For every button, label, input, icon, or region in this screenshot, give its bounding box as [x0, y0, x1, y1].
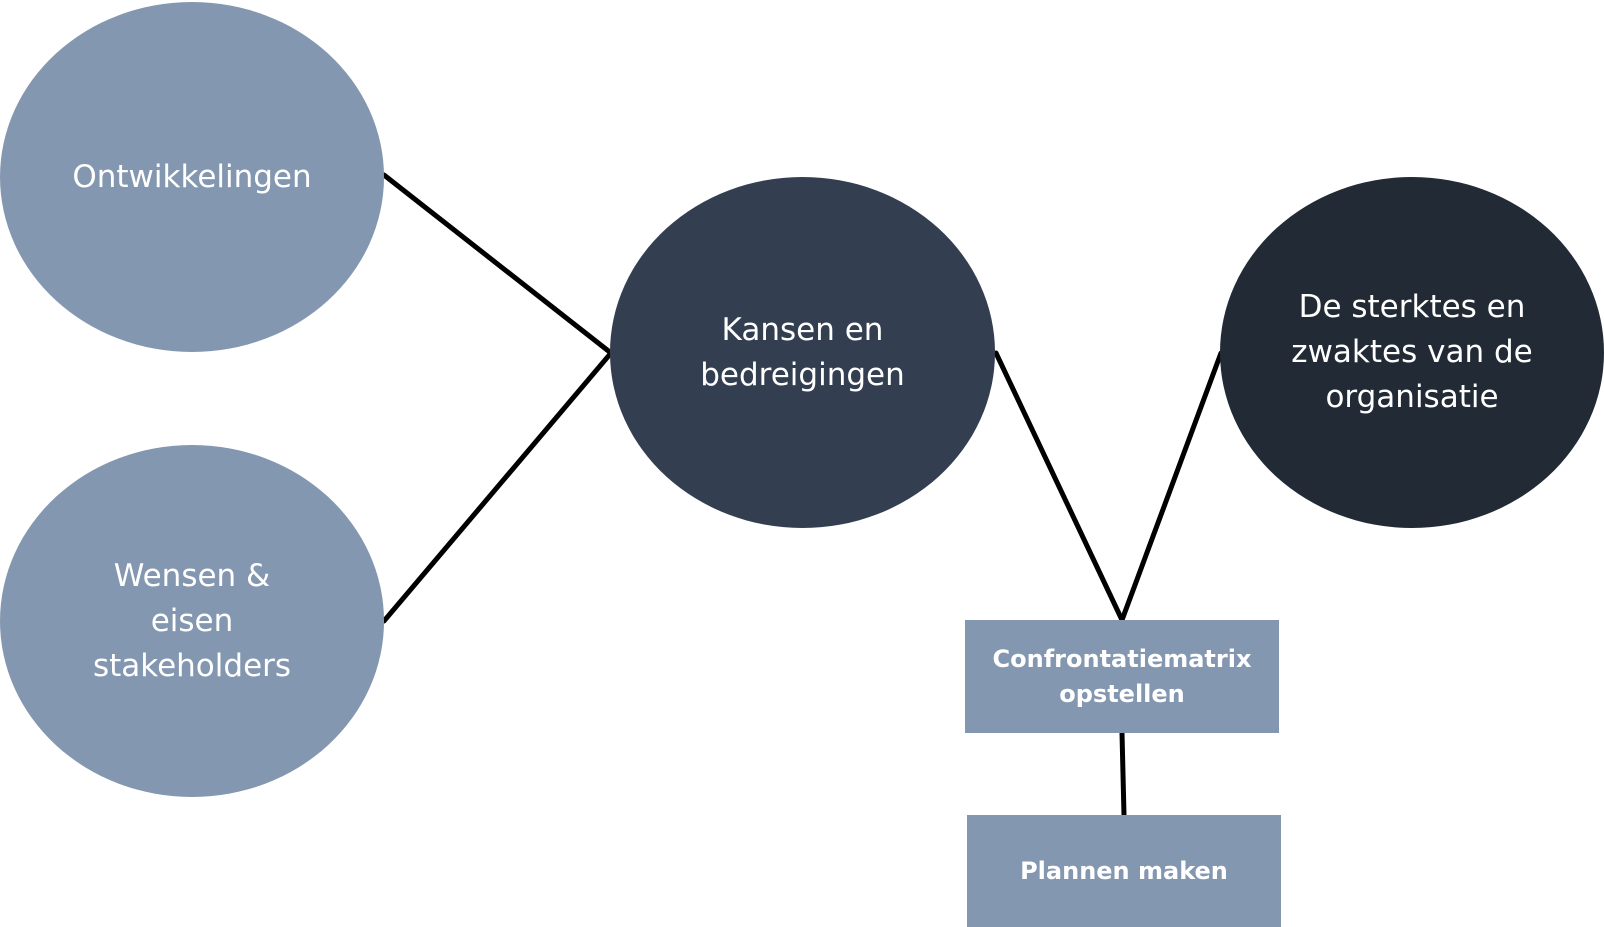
node-wensen-eisen-stakeholders: Wensen & eisen stakeholders: [0, 445, 384, 797]
node-ontwikkelingen: Ontwikkelingen: [0, 2, 384, 352]
connector-confrontatie-plannen: [1119, 730, 1127, 818]
node-sterktes-en-zwaktes: De sterktes en zwaktes van de organisati…: [1220, 177, 1604, 528]
node-ontwikkelingen-label: Ontwikkelingen: [72, 158, 312, 195]
connector-sterktes-confrontatie: [1119, 350, 1224, 623]
connector-wensen-kansen: [381, 350, 614, 624]
node-kansen-en-bedreigingen-label: Kansen en bedreigingen: [700, 311, 905, 393]
node-wensen-eisen-stakeholders-label: Wensen & eisen stakeholders: [92, 557, 292, 684]
node-kansen-en-bedreigingen: Kansen en bedreigingen: [610, 177, 995, 528]
node-plannen-maken: Plannen maken: [967, 815, 1281, 927]
node-sterktes-en-zwaktes-label: De sterktes en zwaktes van de organisati…: [1291, 289, 1533, 415]
node-plannen-maken-label: Plannen maken: [1020, 856, 1228, 885]
node-confrontatiematrix-opstellen: Confrontatiematrix opstellen: [965, 620, 1279, 733]
connector-kansen-confrontatie: [993, 350, 1125, 623]
connector-ontwikkelingen-kansen: [381, 172, 614, 356]
node-confrontatiematrix-opstellen-label: Confrontatiematrix opstellen: [992, 644, 1252, 708]
